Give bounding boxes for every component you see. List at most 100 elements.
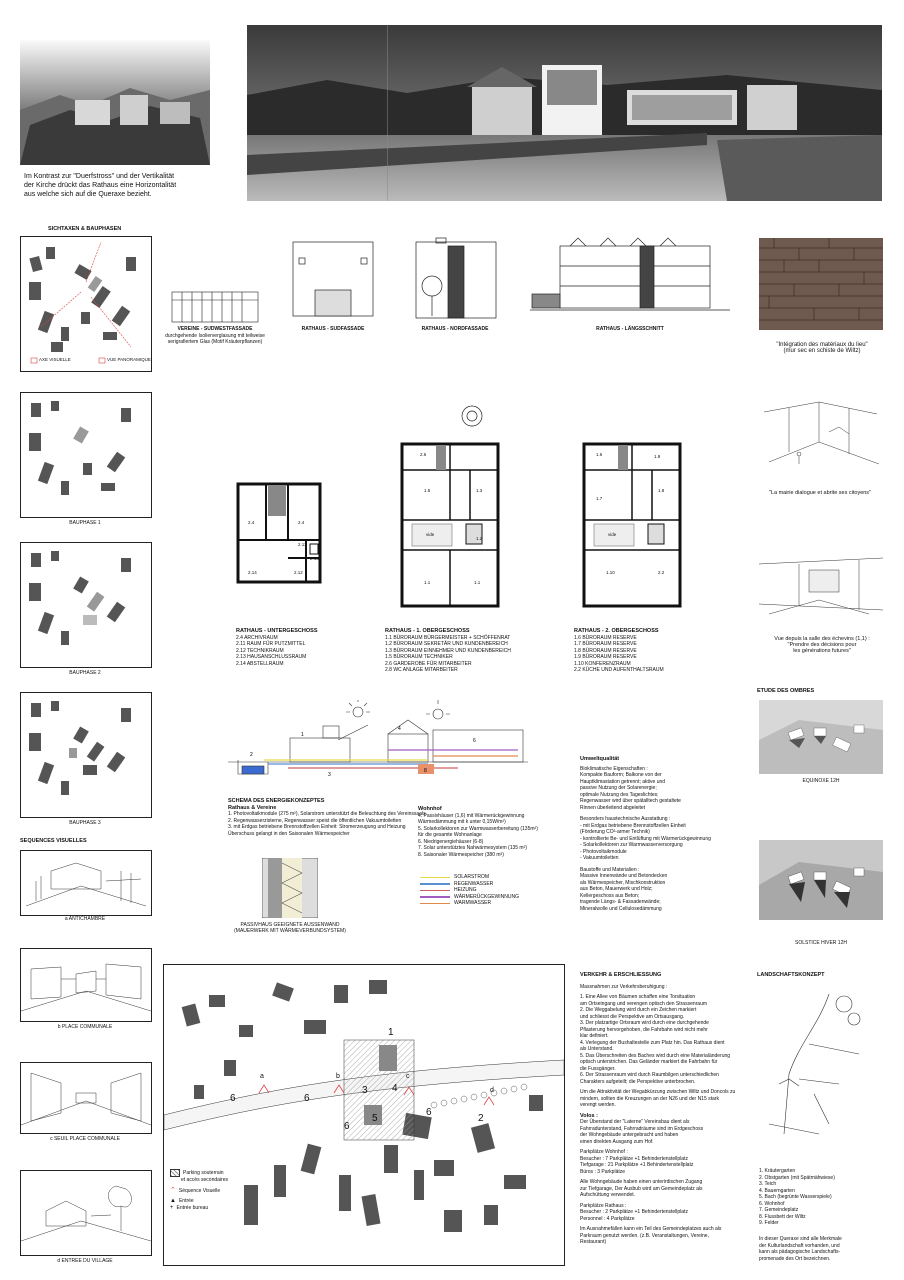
plan-1-obergeschoss: 2.6 1.5 1.3 1.2 1.1 1.1 vide <box>400 440 500 608</box>
sequence-c-label: c SEUIL PLACE COMMUNALE <box>50 1136 120 1142</box>
sequence-d-sketch <box>20 1170 152 1256</box>
rathaus-sud-title: RATHAUS - SUDFASSADE <box>301 326 365 332</box>
legend-axe-visuelle: AXE VISUELLE <box>39 357 71 362</box>
room-label: 1.5 <box>424 488 431 493</box>
wall-caption: PASSIVHAUS GEEIGNETE AUSSENWAND(MAUERWER… <box>234 922 346 934</box>
quote-echevins: Vue depuis la salle des échevins (1,1) :… <box>774 636 870 654</box>
site-number-6: 6 <box>426 1107 432 1118</box>
solstice-render <box>759 840 883 920</box>
site-number-6: 6 <box>304 1093 310 1104</box>
legend-line-solarstrom <box>420 876 450 878</box>
bauphase-1-plan <box>20 392 152 518</box>
energy-schema-drawing: 1 4 6 3 8 2 <box>228 700 528 790</box>
room-label: 2.11 <box>298 542 307 547</box>
site-legend: Parking souterrain et accès secondaires … <box>170 1169 228 1211</box>
equinoxe-label: EQUINOXE 12H <box>802 778 840 784</box>
tree-symbol <box>460 404 484 428</box>
bauphase-3-plan <box>20 692 152 818</box>
intro-text: Im Kontrast zur "Duerfstross" und der Ve… <box>24 173 177 198</box>
sequence-marker-icon: ⌃ <box>170 1186 176 1194</box>
site-number-2: 2 <box>478 1113 484 1124</box>
room-label: vide <box>608 532 617 537</box>
rathaus-nord-title: RATHAUS - NORDFASSADE <box>421 326 489 332</box>
room-label: 2.14 <box>248 570 257 575</box>
site-letter-b: b <box>336 1073 340 1080</box>
sequence-c-sketch <box>20 1062 152 1134</box>
street-photo <box>247 25 882 201</box>
umwelt-text: Umweltqualität Bioklimatische Eigenschaf… <box>580 756 711 912</box>
entrance-arrow-icon: ▲ <box>170 1198 176 1204</box>
echevins-sketch <box>759 534 883 620</box>
svg-text:4: 4 <box>398 726 401 732</box>
site-number-5: 5 <box>372 1113 378 1124</box>
quote-mairie: "La mairie dialogue et abrite ses citoye… <box>768 490 872 496</box>
plan-2-obergeschoss: 1.6 1.9 1.7 1.8 1.10 2.2 vide <box>582 440 682 608</box>
room-label: 2.4 <box>248 520 255 525</box>
quote-materiaux: "Intégration des matériaux du lieu"(mur … <box>776 342 868 354</box>
rathaus-laengsschnitt <box>530 232 730 320</box>
legend-vue-panoramique: VUE PANORAMIQUE <box>107 357 151 362</box>
model-photo <box>20 40 210 165</box>
legend-line-waermerueck <box>420 896 450 898</box>
legend-line-heizung <box>420 889 450 891</box>
legend-line-warmwasser <box>420 902 450 904</box>
rathaus-nord-facade <box>408 236 504 320</box>
office-entrance-icon: + <box>170 1204 174 1211</box>
room-label: 1.1 <box>474 580 481 585</box>
site-letter-c: c <box>406 1073 410 1080</box>
site-letter-a: a <box>260 1073 264 1080</box>
svg-text:2: 2 <box>250 752 253 758</box>
bauphase-2-plan <box>20 542 152 668</box>
room-label: 1.6 <box>596 452 603 457</box>
mairie-sketch <box>759 392 883 474</box>
room-label: 1.2 <box>476 536 483 541</box>
room-label: 2.6 <box>420 452 427 457</box>
svg-text:8: 8 <box>424 768 427 774</box>
sequence-a-sketch <box>20 850 152 916</box>
site-letter-d: d <box>490 1087 494 1094</box>
vereine-facade-drawing <box>170 288 260 324</box>
room-label: 2.4 <box>298 520 305 525</box>
energie-legend: SOLARSTROM REGENWASSER HEIZUNG WÄRMERÜCK… <box>420 874 519 907</box>
room-label: 1.8 <box>658 488 665 493</box>
rathaus-sud-facade <box>285 238 381 318</box>
sequences-title: SEQUENCES VISUELLES <box>20 838 87 844</box>
ombres-title: ETUDE DES OMBRES <box>757 688 815 694</box>
room-label: 2.12 <box>294 570 303 575</box>
legend-line-regenwasser <box>420 883 450 885</box>
room-label: 1.1 <box>424 580 431 585</box>
room-label: 1.3 <box>476 488 483 493</box>
svg-text:1: 1 <box>301 732 304 738</box>
plan-untergeschoss: 2.4 2.4 2.11 2.13 2.14 2.12 <box>236 480 322 584</box>
sequence-d-label: d ENTREE DU VILLAGE <box>57 1258 113 1264</box>
wall-section-detail <box>262 858 318 918</box>
landschaft-title: LANDSCHAFTSKONZEPT <box>757 972 825 978</box>
verkehr-text: VERKEHR & ERSCHLIESSUNG Massnahmen zur V… <box>580 972 736 1245</box>
room-label: 2.2 <box>658 570 665 575</box>
sequence-b-label: b PLACE COMMUNALE <box>57 1024 113 1030</box>
legend-1-obergeschoss: RATHAUS - 1. OBERGESCHOSS 1.1 BÜRORAUM B… <box>385 628 511 673</box>
site-number-3: 3 <box>362 1085 368 1096</box>
bauphase-3-label: BAUPHASE 3 <box>69 820 101 826</box>
sequence-b-sketch <box>20 948 152 1022</box>
sichtaxen-title: SICHTAXEN & BAUPHASEN <box>48 226 122 232</box>
vereine-facade-note: durchgehende Isolierverglasung mit teilw… <box>165 333 265 345</box>
site-number-6: 6 <box>344 1121 350 1132</box>
legend-2-obergeschoss: RATHAUS - 2. OBERGESCHOSS 1.6 BÜRORAUM R… <box>574 628 664 673</box>
hatch-swatch-icon <box>170 1169 180 1177</box>
svg-text:3: 3 <box>328 772 331 778</box>
energie-text-right: Wohnhof 4. Passivhäuser (1,6) mit Wärmer… <box>418 806 538 858</box>
room-label: vide <box>426 532 435 537</box>
rathaus-laengsschnitt-title: RATHAUS - LÄNGSSCHNITT <box>596 326 664 332</box>
site-plan-axes: AXE VISUELLE VUE PANORAMIQUE <box>20 236 152 372</box>
site-number-1: 1 <box>388 1027 394 1038</box>
room-label: 1.10 <box>606 570 615 575</box>
solstice-label: SOLSTICE HIVER 12H <box>795 940 847 946</box>
room-label: 2.13 <box>310 556 319 561</box>
site-number-4: 4 <box>392 1083 398 1094</box>
bauphase-1-label: BAUPHASE 1 <box>69 520 101 526</box>
vereine-facade-title: VEREINE - SUDWESTFASSADE <box>177 326 253 332</box>
